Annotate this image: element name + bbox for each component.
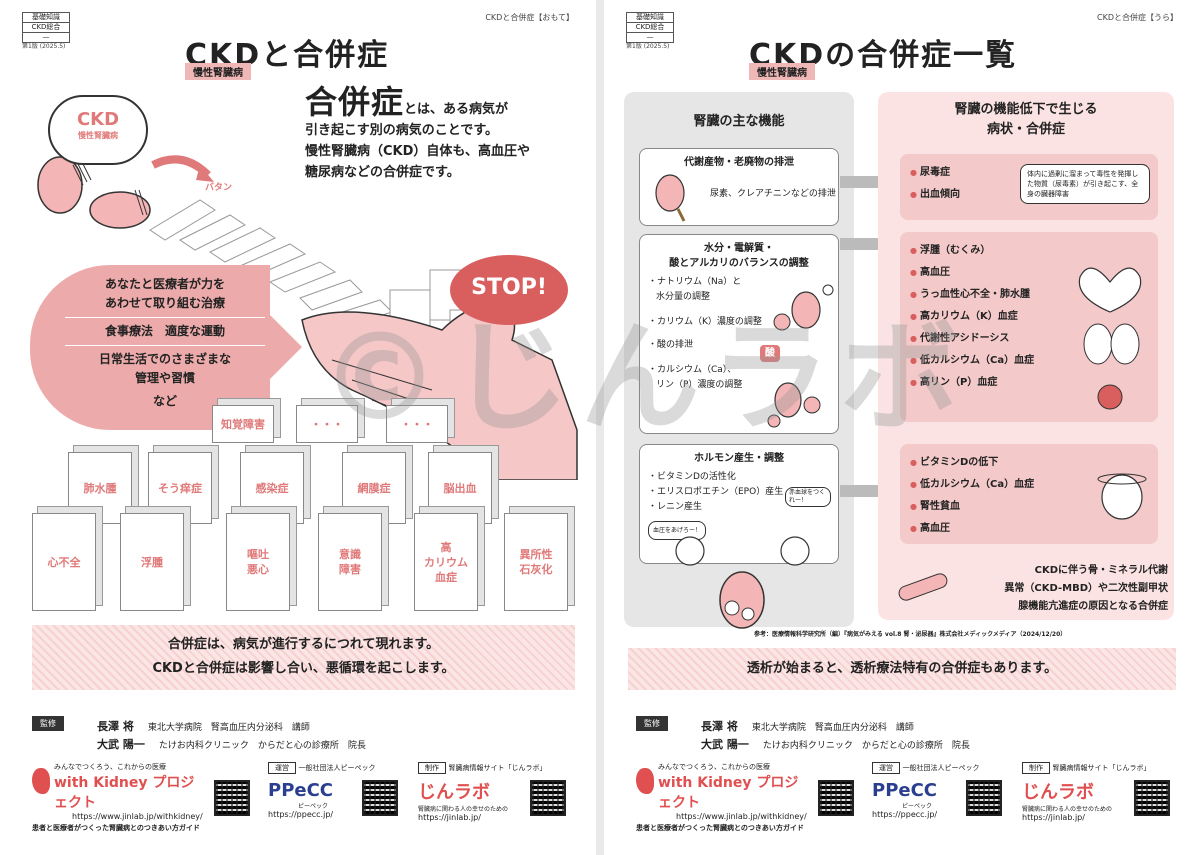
kidney-icon [32, 768, 50, 794]
kidney-excretion-illustration [655, 174, 686, 222]
jinlab-url[interactable]: https://jinlab.jp/ [1022, 813, 1085, 822]
with-kidney-url[interactable]: https://www.jinlab.jp/withkidney/ [676, 812, 807, 821]
header-category-box: 基礎知識 CKD総合 — [22, 12, 70, 43]
with-kidney-logo: みんなでつくろう、これからの医療 with Kidney プロジェクト http… [32, 762, 207, 833]
summary-note: 合併症は、病気が進行するにつれて現れます。 CKDと合併症は影響し合い、悪循環を… [32, 625, 575, 690]
kidney-functions-column: 腎臓の主な機能 代謝産物・老廃物の排泄 尿素、クレアチニンなどの排泄 水分・電解… [624, 92, 854, 629]
conditions-hormone: ビタミンDの低下 低カルシウム（Ca）血症 腎性貧血 高血圧 [900, 444, 1158, 544]
ckd-cloud: CKD 慢性腎臓病 [48, 95, 148, 165]
function-excretion: 代謝産物・老廃物の排泄 尿素、クレアチニンなどの排泄 [639, 148, 839, 226]
ppecc-url[interactable]: https://ppecc.jp/ [872, 810, 938, 819]
conditions-uremia: 尿毒症 出血傾向 体内に過剰に溜まって毒性を発揮した物質（尿毒素）が引き起こす、… [900, 154, 1158, 220]
reference-note: 参考：医療情報科学研究所（編）『病気がみえる vol.8 腎・泌尿器』株式会社メ… [754, 631, 1067, 638]
footer: みんなでつくろう、これからの医療 with Kidney プロジェクト http… [32, 762, 572, 842]
qr-code-jinlab[interactable] [1134, 780, 1170, 816]
acid-label: 酸 [760, 345, 780, 362]
complication-calcification: 異所性石灰化 [504, 513, 568, 611]
kidney-characters-illustration [37, 156, 151, 229]
intro-text: 合併症とは、ある病気が 引き起こす別の病気のことです。 慢性腎臓病（CKD）自体… [305, 83, 531, 180]
complication-hyperkalemia: 高カリウム血症 [414, 513, 478, 611]
hormone-characters-illustration [675, 536, 810, 566]
complication-edema: 浮腫 [120, 513, 184, 611]
with-kidney-logo: みんなでつくろう、これからの医療 with Kidney プロジェクト http… [636, 762, 811, 833]
operator-block: 運営 一般社団法人ピーペック PPeCC ピーペック https://ppecc… [268, 762, 376, 819]
bubble-blood-pressure: 血圧をあげろー！ [648, 521, 707, 540]
page-back: 基礎知識 CKD総合 — 第1版 (2025.5) CKDと合併症【うら】 CK… [604, 0, 1200, 855]
qr-code-withkidney[interactable] [214, 780, 250, 816]
calcium-kidney-illustration [767, 382, 821, 428]
arrow-illustration [151, 155, 214, 182]
qr-code-withkidney[interactable] [818, 780, 854, 816]
jinlab-logo: じんラボ [1022, 782, 1094, 803]
operator-block: 運営 一般社団法人ピーペック PPeCC ピーペック https://ppecc… [872, 762, 980, 819]
side-label: CKDと合併症【おもて】 [485, 13, 574, 22]
uremia-tooltip: 体内に過剰に溜まって毒性を発揮した物質（尿毒素）が引き起こす、全身の臓器障害 [1020, 164, 1150, 204]
ppecc-logo: PPeCC [268, 780, 334, 801]
complication-more-1: ・・・ [296, 405, 358, 443]
page-front: 基礎知識 CKD総合 — 第1版 (2025.5) CKDと合併症【おもて】 C… [0, 0, 596, 855]
qr-code-jinlab[interactable] [530, 780, 566, 816]
kidney-icon [636, 768, 654, 794]
complication-pruritus: そう痒症 [148, 452, 212, 524]
page-subtitle: 慢性腎臓病 [185, 63, 251, 80]
complication-consciousness: 意識障害 [318, 513, 382, 611]
kidney-functions-title: 腎臓の主な機能 [693, 114, 785, 129]
complication-cerebral-hemorrhage: 脳出血 [428, 452, 492, 524]
qr-code-ppecc[interactable] [362, 780, 398, 816]
jinlab-url[interactable]: https://jinlab.jp/ [418, 813, 481, 822]
complication-heart-failure: 心不全 [32, 513, 96, 611]
side-label: CKDと合併症【うら】 [1097, 13, 1178, 22]
complication-pulmonary-edema: 肺水腫 [68, 452, 132, 524]
producer-block: 制作 腎臓病情報サイト「じんラボ」 じんラボ 腎臓病に関わる人の幸せのための h… [1022, 762, 1151, 822]
producer-block: 制作 腎臓病情報サイト「じんラボ」 じんラボ 腎臓病に関わる人の幸せのための h… [418, 762, 547, 822]
sodium-kidney-illustration [773, 284, 834, 331]
ppecc-logo: PPeCC [872, 780, 938, 801]
treatment-text: あなたと医療者が力を あわせて取り組む治療 食事療法 適度な運動 日常生活でのさ… [65, 275, 265, 411]
ppecc-url[interactable]: https://ppecc.jp/ [268, 810, 334, 819]
header-category-box: 基礎知識 CKD総合 — [626, 12, 674, 43]
treatment-arrow: あなたと医療者が力を あわせて取り組む治療 食事療法 適度な運動 日常生活でのさ… [30, 265, 302, 430]
function-electrolyte: 水分・電解質・ 酸とアルカリのバランスの調整 ・ナトリウム（Na）と 水分量の調… [639, 234, 839, 434]
function-hormone: ホルモン産生・調整 ・ビタミンDの活性化 ・エリスロポエチン（EPO）産生 ・レ… [639, 444, 839, 566]
complications-column: 腎臓の機能低下で生じる 病状・合併症 尿毒症 出血傾向 体内に過剰に溜まって毒性… [878, 92, 1174, 620]
edition-label: 第1版 (2025.5) [626, 43, 670, 50]
edition-label: 第1版 (2025.5) [22, 43, 66, 50]
complication-sensory: 知覚障害 [212, 405, 274, 443]
complication-more-2: ・・・ [386, 405, 448, 443]
page-subtitle: 慢性腎臓病 [749, 63, 815, 80]
with-kidney-url[interactable]: https://www.jinlab.jp/withkidney/ [72, 812, 203, 821]
bone-illustration [898, 573, 948, 601]
bubble-red-blood-cells: 赤血球をつくれー！ [785, 487, 831, 507]
complication-nausea: 嘔吐悪心 [226, 513, 290, 611]
qr-code-ppecc[interactable] [966, 780, 1002, 816]
complication-infection: 感染症 [240, 452, 304, 524]
sound-effect: バタン [205, 183, 233, 193]
anemia-kidney-illustration [1097, 473, 1147, 520]
heart-lungs-illustration [1078, 267, 1142, 410]
footer: みんなでつくろう、これからの医療 with Kidney プロジェクト http… [636, 762, 1176, 842]
complication-retinopathy: 網膜症 [342, 452, 406, 524]
jinlab-logo: じんラボ [418, 782, 490, 803]
dialysis-note: 透析が始まると、透析療法特有の合併症もあります。 [628, 648, 1176, 690]
conditions-electrolyte: 浮腫（むくみ） 高血圧 うっ血性心不全・肺水腫 高カリウム（K）血症 代謝性アシ… [900, 232, 1158, 422]
gear-kidney-illustration [719, 571, 765, 629]
mbd-note: CKDに伴う骨・ミネラル代謝 異常（CKD-MBD）や二次性副甲状 腺機能亢進症… [1004, 565, 1168, 612]
stop-bubble: STOP! [450, 255, 568, 325]
